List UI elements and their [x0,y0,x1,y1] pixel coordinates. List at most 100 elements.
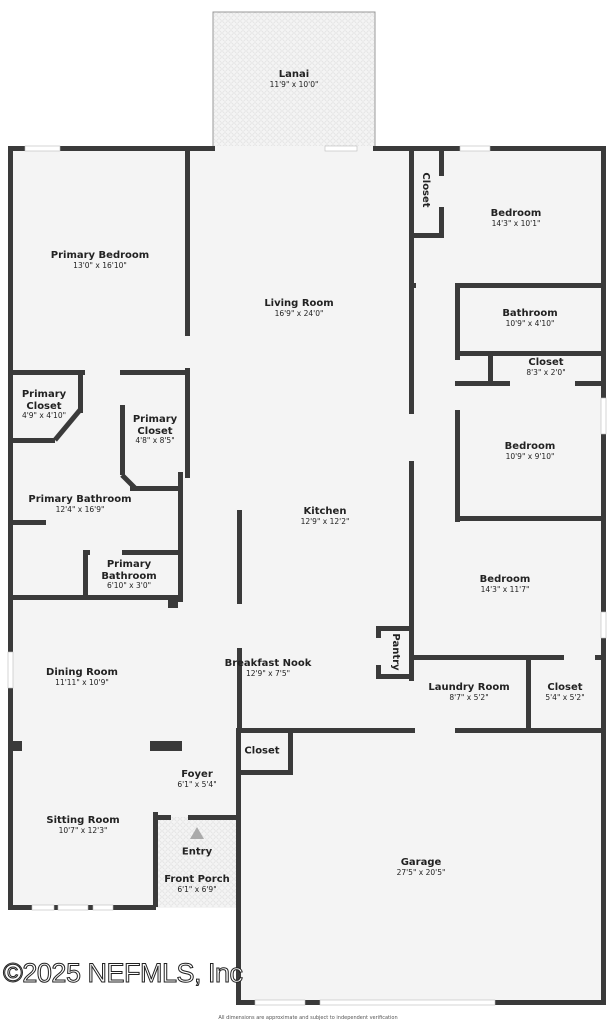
wall-segment [488,351,493,385]
room-dims: 4'9" x 4'10" [21,411,67,421]
wall-segment [237,728,415,733]
room-name: Pantry [389,633,401,671]
wall-segment [168,598,178,608]
room-name: Closet [547,681,583,693]
room-dims: 5'4" x 5'2" [545,692,585,702]
wall-segment [120,370,190,375]
room-dims: 6'1" x 5'4" [177,779,217,789]
wall-segment [376,626,411,631]
room-dims: 10'9" x 4'10" [505,318,555,328]
wall-segment [439,207,444,237]
wall-segment [10,438,55,443]
wall-segment [185,368,190,478]
room-name: Primary Bedroom [50,249,150,261]
room-dims: 11'11" x 10'9" [55,677,109,687]
room-dims: 16'9" x 24'0" [274,308,324,318]
windows [7,145,607,1006]
wall-segment [409,461,414,681]
room-name: Closet [419,172,431,208]
room-dims: 11'9" x 10'0" [269,79,319,89]
wall-segment [237,648,242,733]
wall-segment [153,812,158,907]
wall-segment [83,550,88,598]
wall-segment [376,674,411,679]
room-name: Kitchen [303,505,347,517]
room-name: Entry [181,846,213,858]
room-name: Closet [528,356,564,368]
wall-segment [130,486,182,491]
room-name: Lanai [278,68,310,80]
room-dims: 6'1" x 6'9" [177,884,217,894]
wall-segment [236,728,241,1005]
room-pantry: Pantry [389,633,401,670]
room-name: Sitting Room [46,814,120,826]
wall-segment [10,370,85,375]
room-entry: Entry [182,846,212,858]
room-name: Garage [400,856,442,868]
room-dims: 14'3" x 11'7" [480,584,530,594]
room-name: Bathroom [502,307,558,319]
room-name: Primary Closet [132,414,178,437]
wall-segment [526,655,531,732]
wall-segment [237,770,293,775]
room-dims: 14'3" x 10'1" [491,218,541,228]
room-dims: 8'7" x 5'2" [449,692,489,702]
wall-segment [455,283,605,288]
wall-segment [53,408,82,442]
wall-segment [601,146,606,730]
lanai-floor [212,11,376,149]
room-name: Closet [244,745,280,757]
wall-segment [455,288,460,360]
wall-segment [185,146,190,336]
house-floor [10,148,605,730]
room-name: Bedroom [504,440,556,452]
garage-floor [238,730,605,1003]
wall-segment [120,405,125,475]
room-closet-top: Closet [419,172,431,207]
wall-segment [178,472,183,602]
wall-segment [8,146,13,910]
room-name: Dining Room [46,666,118,678]
wall-segment [439,146,444,176]
wall-segment [376,665,381,677]
wall-segment [575,381,605,386]
wall-segment [409,283,416,288]
room-dims: 27'5" x 20'5" [396,867,446,877]
room-dims: 12'9" x 7'5" [245,668,291,678]
room-dims: 13'0" x 16'10" [73,260,127,270]
room-name: Primary Closet [21,389,67,412]
wall-segment [237,510,242,604]
wall-segment [188,815,238,820]
wall-segment [455,728,605,733]
wall-segment [455,516,605,521]
room-dims: 6'10" x 3'0" [106,581,152,591]
disclaimer: All dimensions are approximate and subje… [218,1015,398,1021]
room-name: Front Porch [164,873,230,885]
room-name: Primary Bathroom [28,493,132,505]
wall-segment [153,815,171,820]
wall-segment [120,473,137,490]
wall-segment [409,146,414,414]
wall-segment [150,741,182,751]
wall-segment [10,595,180,600]
room-dims: 12'4" x 16'9" [55,504,105,514]
room-name: Bedroom [479,573,531,585]
wall-segment [78,375,83,413]
room-dims: 12'9" x 12'2" [300,516,350,526]
wall-segment [376,626,381,638]
